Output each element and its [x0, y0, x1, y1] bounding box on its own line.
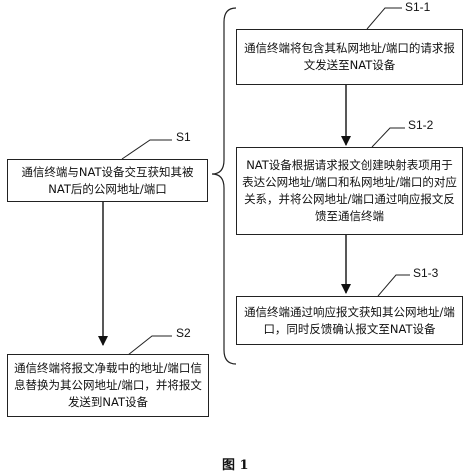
step-s1-2-box: NAT设备根据请求报文创建映射表项用于表达公网地址/端口和私网地址/端口的对应关… [236, 147, 463, 235]
leader-s1-3 [377, 274, 410, 297]
step-s2-text: 通信终端将报文净载中的地址/端口信息替换为其公网地址/端口，并将报文发送到NAT… [14, 361, 202, 409]
sub-steps-brace [211, 7, 237, 365]
step-s1-1-text: 通信终端将包含其私网地址/端口的请求报文发送至NAT设备 [244, 41, 455, 72]
step-s1-box: 通信终端与NAT设备交互获知其被NAT后的公网地址/端口 [7, 159, 208, 202]
leader-s2 [127, 335, 172, 356]
step-s2-label: S2 [176, 326, 191, 340]
step-s2-box: 通信终端将报文净载中的地址/端口信息替换为其公网地址/端口，并将报文发送到NAT… [7, 354, 209, 417]
step-s1-1-label: S1-1 [405, 0, 431, 14]
leader-s1-1 [366, 7, 402, 30]
leader-s1-2 [371, 127, 405, 148]
step-s1-2-label: S1-2 [408, 118, 434, 132]
step-s1-3-text: 通信终端通过响应报文获知其公网地址/端口，同时反馈确认报文至NAT设备 [244, 304, 455, 336]
step-s1-3-box: 通信终端通过响应报文获知其公网地址/端口，同时反馈确认报文至NAT设备 [236, 296, 463, 345]
step-s1-text: 通信终端与NAT设备交互获知其被NAT后的公网地址/端口 [21, 164, 194, 196]
step-s1-1-box: 通信终端将包含其私网地址/端口的请求报文发送至NAT设备 [236, 29, 463, 85]
step-s1-2-text: NAT设备根据请求报文创建映射表项用于表达公网地址/端口和私网地址/端口的对应关… [242, 158, 457, 223]
step-s1-3-label: S1-3 [413, 266, 439, 280]
figure-caption: 图 1 [222, 458, 249, 473]
leader-s1 [121, 139, 172, 160]
step-s1-label: S1 [176, 130, 191, 144]
